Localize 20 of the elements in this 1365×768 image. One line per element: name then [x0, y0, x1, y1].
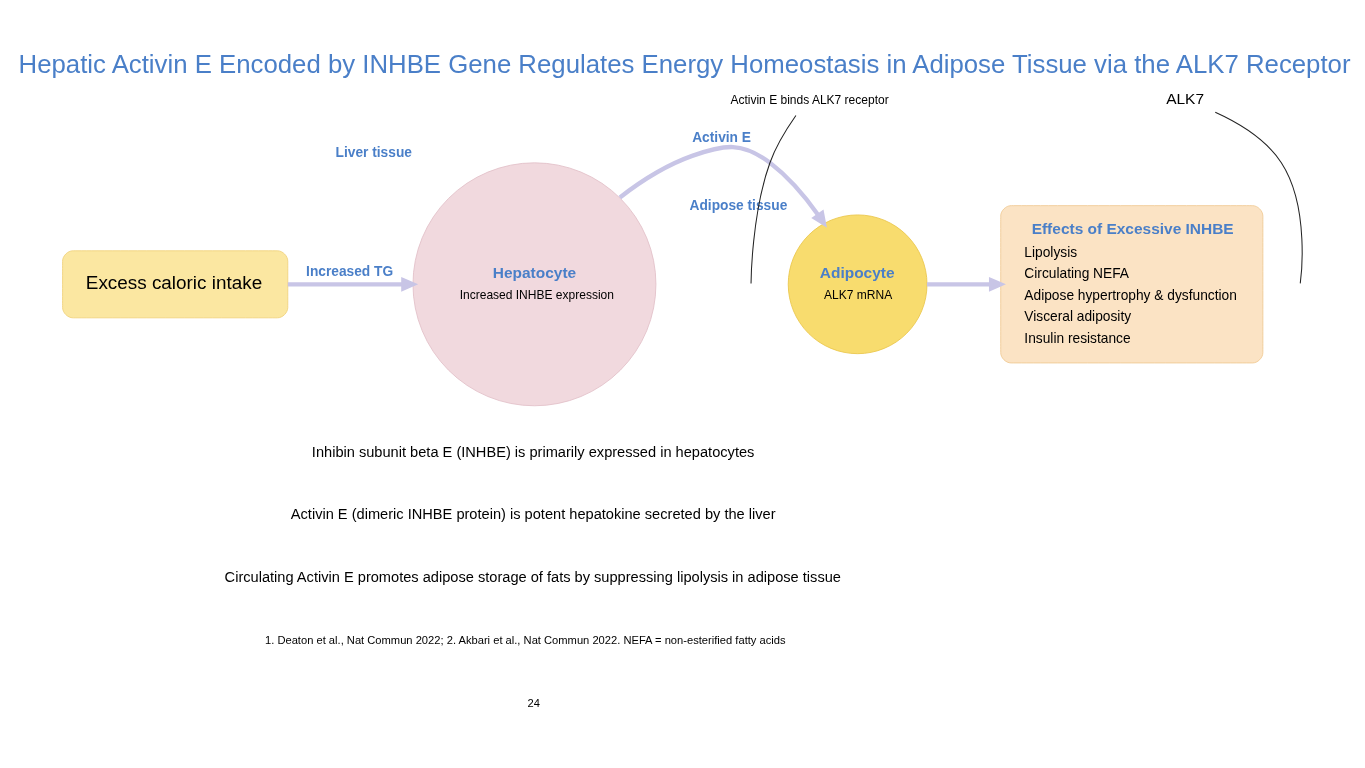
label: Circulating Activin E promotes adipose storage of fats by suppressing lipolysis in adipose tissue: [224, 569, 841, 586]
edge-label: Increased TG: [306, 264, 394, 280]
arrow: [287, 276, 419, 292]
node-circle: Adipocyte ALK7 mRNA: [787, 214, 928, 355]
arrow: [618, 144, 827, 228]
connector: [1214, 111, 1303, 284]
node-box: Effects of Excessive INHBE Lipolysis Circulating NEFA Adipose hypertrophy & dysfunction Visceral adiposity Insulin resistance: [1000, 205, 1264, 364]
connector: [750, 115, 797, 284]
label: 24: [527, 697, 540, 710]
node-text: ALK7: [1166, 89, 1205, 107]
node-label: Liver tissue: [335, 145, 412, 161]
label: Activin E (dimeric INHBE protein) is potent hepatokine secreted by the liver: [290, 506, 776, 523]
label: Inhibin subunit beta E (INHBE) is primarily expressed in hepatocytes: [311, 443, 755, 460]
node-box: Excess caloric intake: [62, 250, 289, 319]
label: 1. Deaton et al., Nat Commun 2022; 2. Akbari et al., Nat Commun 2022. NEFA = non-esterified fatty acids: [264, 634, 786, 647]
diagram-title: Hepatic Activin E Encoded by INHBE Gene Regulates Energy Homeostasis in Adipose Tissue via the ALK7 Receptor: [18, 49, 1351, 78]
arrow: [926, 276, 1006, 292]
edge-label: Activin E: [692, 129, 751, 145]
node-text: Activin E binds ALK7 receptor: [730, 92, 889, 107]
node-circle: Hepatocyte Increased INHBE expression: [412, 162, 657, 407]
